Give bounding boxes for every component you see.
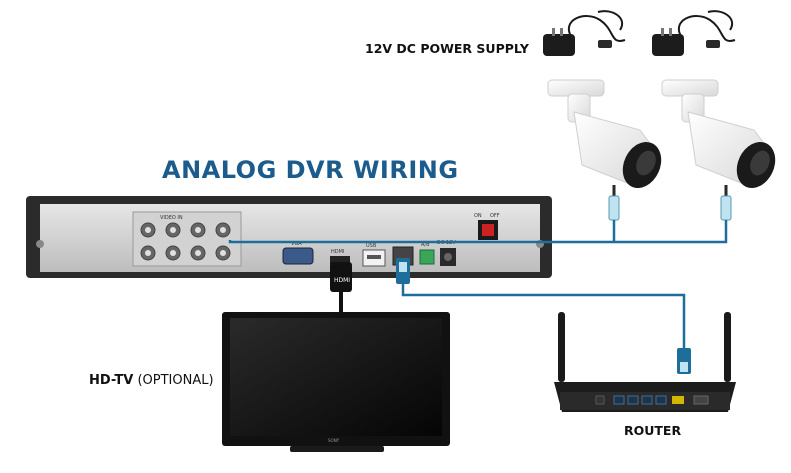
- camera-1: [547, 79, 662, 221]
- tv-label-optional: (OPTIONAL): [137, 373, 214, 388]
- tv-label-name: HD-TV: [89, 373, 134, 388]
- dvr-unit: VIDEO IN VGA HDMI USB A/B DC 12V ON OFF: [26, 196, 552, 278]
- off-label: OFF: [490, 213, 500, 219]
- vga-label: VGA: [291, 241, 302, 247]
- router: [554, 312, 736, 412]
- tv-label: HD-TV (OPTIONAL): [89, 373, 214, 388]
- power-supply-2: [652, 10, 736, 56]
- router-label: ROUTER: [624, 423, 682, 438]
- lan-plug-dvr: [396, 258, 410, 284]
- power-supply-label: 12V DC POWER SUPPLY: [365, 41, 529, 56]
- on-label: ON: [474, 213, 482, 219]
- usb-label: USB: [366, 243, 377, 249]
- tv-brand-label: SONY: [328, 438, 340, 443]
- hdmi-plug-label: HDMI: [334, 277, 350, 284]
- page-title: ANALOG DVR WIRING: [162, 156, 459, 184]
- camera-video-cable: [228, 220, 728, 244]
- lan-plug-router: [677, 348, 691, 374]
- hdmi-port-label: HDMI: [331, 249, 344, 255]
- power-supply-1: [543, 10, 626, 56]
- audio-label: A/B: [421, 242, 430, 248]
- camera-2: [661, 79, 776, 221]
- hdmi-cable: HDMI: [330, 262, 352, 316]
- hd-tv: SONY: [222, 312, 450, 452]
- video-in-label: VIDEO IN: [160, 215, 183, 221]
